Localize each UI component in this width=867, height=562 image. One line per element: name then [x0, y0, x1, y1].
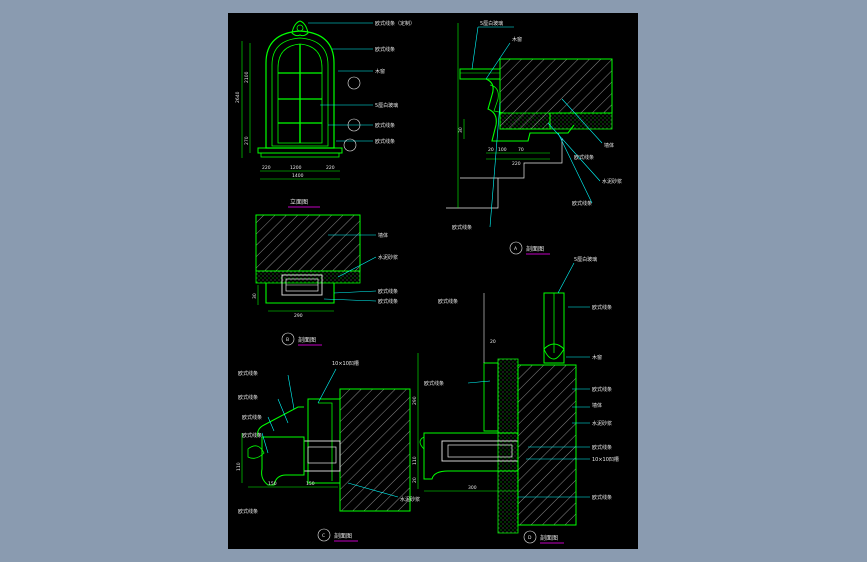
elev-label-3: 木窗 [375, 68, 385, 75]
sec-c-label-6: 水泥砂浆 [400, 496, 420, 503]
sec-c-label-4: 欧式线条 [242, 414, 262, 421]
sec-a-dim-2: 20 [488, 147, 494, 153]
sec-b-label-3: 欧式线条 [378, 288, 398, 295]
sec-c-label-3: 欧式线条 [238, 394, 258, 401]
sec-d-dim-3: 110 [412, 456, 418, 465]
sec-c-label-5: 欧式线条 [242, 432, 262, 439]
sec-c-label-2: 欧式线条 [238, 370, 258, 377]
section-a-title: 剖面图 [526, 245, 544, 253]
sec-d-label-7: 欧式线条 [592, 444, 612, 451]
cad-drawing: 欧式线条（定制） 欧式线条 木窗 5厘白玻璃 欧式线条 欧式线条 2100 26… [235, 20, 622, 544]
sec-d-label-1: 5厘白玻璃 [574, 256, 597, 263]
sec-d-label-8: 10×10凹槽 [592, 456, 619, 463]
elevation-view [241, 20, 373, 208]
sec-b-dim-2: 290 [294, 313, 303, 319]
drawing-sheet: 欧式线条（定制） 欧式线条 木窗 5厘白玻璃 欧式线条 欧式线条 2100 26… [228, 13, 638, 549]
sec-c-label-7: 欧式线条 [238, 508, 258, 515]
elev-dim-7: 1400 [292, 173, 304, 179]
elev-dim-5: 1200 [290, 165, 302, 171]
sec-d-marker: D [528, 535, 532, 541]
sec-d-label-9: 欧式线条 [592, 494, 612, 501]
sec-a-dim-3: 100 [498, 147, 507, 153]
sec-d-label-6: 水泥砂浆 [592, 420, 612, 427]
sec-d-dim-4: 20 [412, 477, 418, 483]
elev-label-2: 欧式线条 [375, 46, 395, 53]
section-c-title: 剖面图 [334, 532, 352, 540]
elevation-title: 立面图 [290, 198, 308, 206]
sec-d-label-10: 欧式线条 [438, 298, 458, 305]
sec-c-dim-1: 110 [236, 462, 242, 471]
sec-d-dim-2: 290 [412, 396, 418, 405]
section-c-view [241, 368, 411, 542]
sec-a-label-7: 欧式线条 [452, 224, 472, 231]
elev-dim-2: 2640 [235, 91, 241, 103]
sec-d-label-11: 欧式线条 [424, 380, 444, 387]
section-d-view [417, 262, 590, 544]
elev-label-6: 欧式线条 [375, 138, 395, 145]
sec-b-label-1: 墙体 [378, 232, 388, 239]
sec-a-label-3: 欧式线条 [574, 154, 594, 161]
sec-a-label-2: 木窗 [512, 36, 522, 43]
sec-b-label-2: 水泥砂浆 [378, 254, 398, 261]
sec-b-label-4: 欧式线条 [378, 298, 398, 305]
sec-a-label-5: 水泥砂浆 [602, 178, 622, 185]
elev-label-5: 欧式线条 [375, 122, 395, 129]
elev-dim-4: 220 [262, 165, 271, 171]
section-a-view [446, 23, 613, 255]
sec-d-label-5: 墙体 [592, 402, 602, 409]
sec-d-dim-1: 20 [490, 339, 496, 345]
section-b-view [255, 214, 377, 346]
sec-c-dim-3: 150 [306, 481, 315, 487]
section-b-title: 剖面图 [298, 336, 316, 344]
sec-a-label-4: 墙体 [604, 142, 614, 149]
elev-dim-1: 2100 [244, 71, 250, 83]
sec-a-label-6: 欧式线条 [572, 200, 592, 207]
sec-d-label-4: 欧式线条 [592, 386, 612, 393]
sec-b-dim-1: 30 [252, 293, 258, 299]
sec-a-marker: A [514, 246, 518, 252]
sec-c-marker: C [322, 533, 325, 539]
elev-label-1: 欧式线条（定制） [375, 20, 415, 27]
elev-dim-3: 270 [244, 136, 250, 145]
sec-a-dim-5: 220 [512, 161, 521, 167]
sec-d-dim-5: 300 [468, 485, 477, 491]
sec-d-label-3: 木窗 [592, 354, 602, 361]
sec-a-label-1: 5厘白玻璃 [480, 20, 503, 27]
sec-a-dim-1: 30 [458, 127, 464, 133]
sec-c-dim-2: 150 [268, 481, 277, 487]
elev-label-4: 5厘白玻璃 [375, 102, 398, 109]
sec-b-marker: B [286, 337, 289, 343]
elev-dim-6: 220 [326, 165, 335, 171]
sec-c-label-1: 10×10凹槽 [332, 360, 359, 367]
sec-a-dim-4: 70 [518, 147, 524, 153]
section-d-title: 剖面图 [540, 534, 558, 542]
sec-d-label-2: 欧式线条 [592, 304, 612, 311]
